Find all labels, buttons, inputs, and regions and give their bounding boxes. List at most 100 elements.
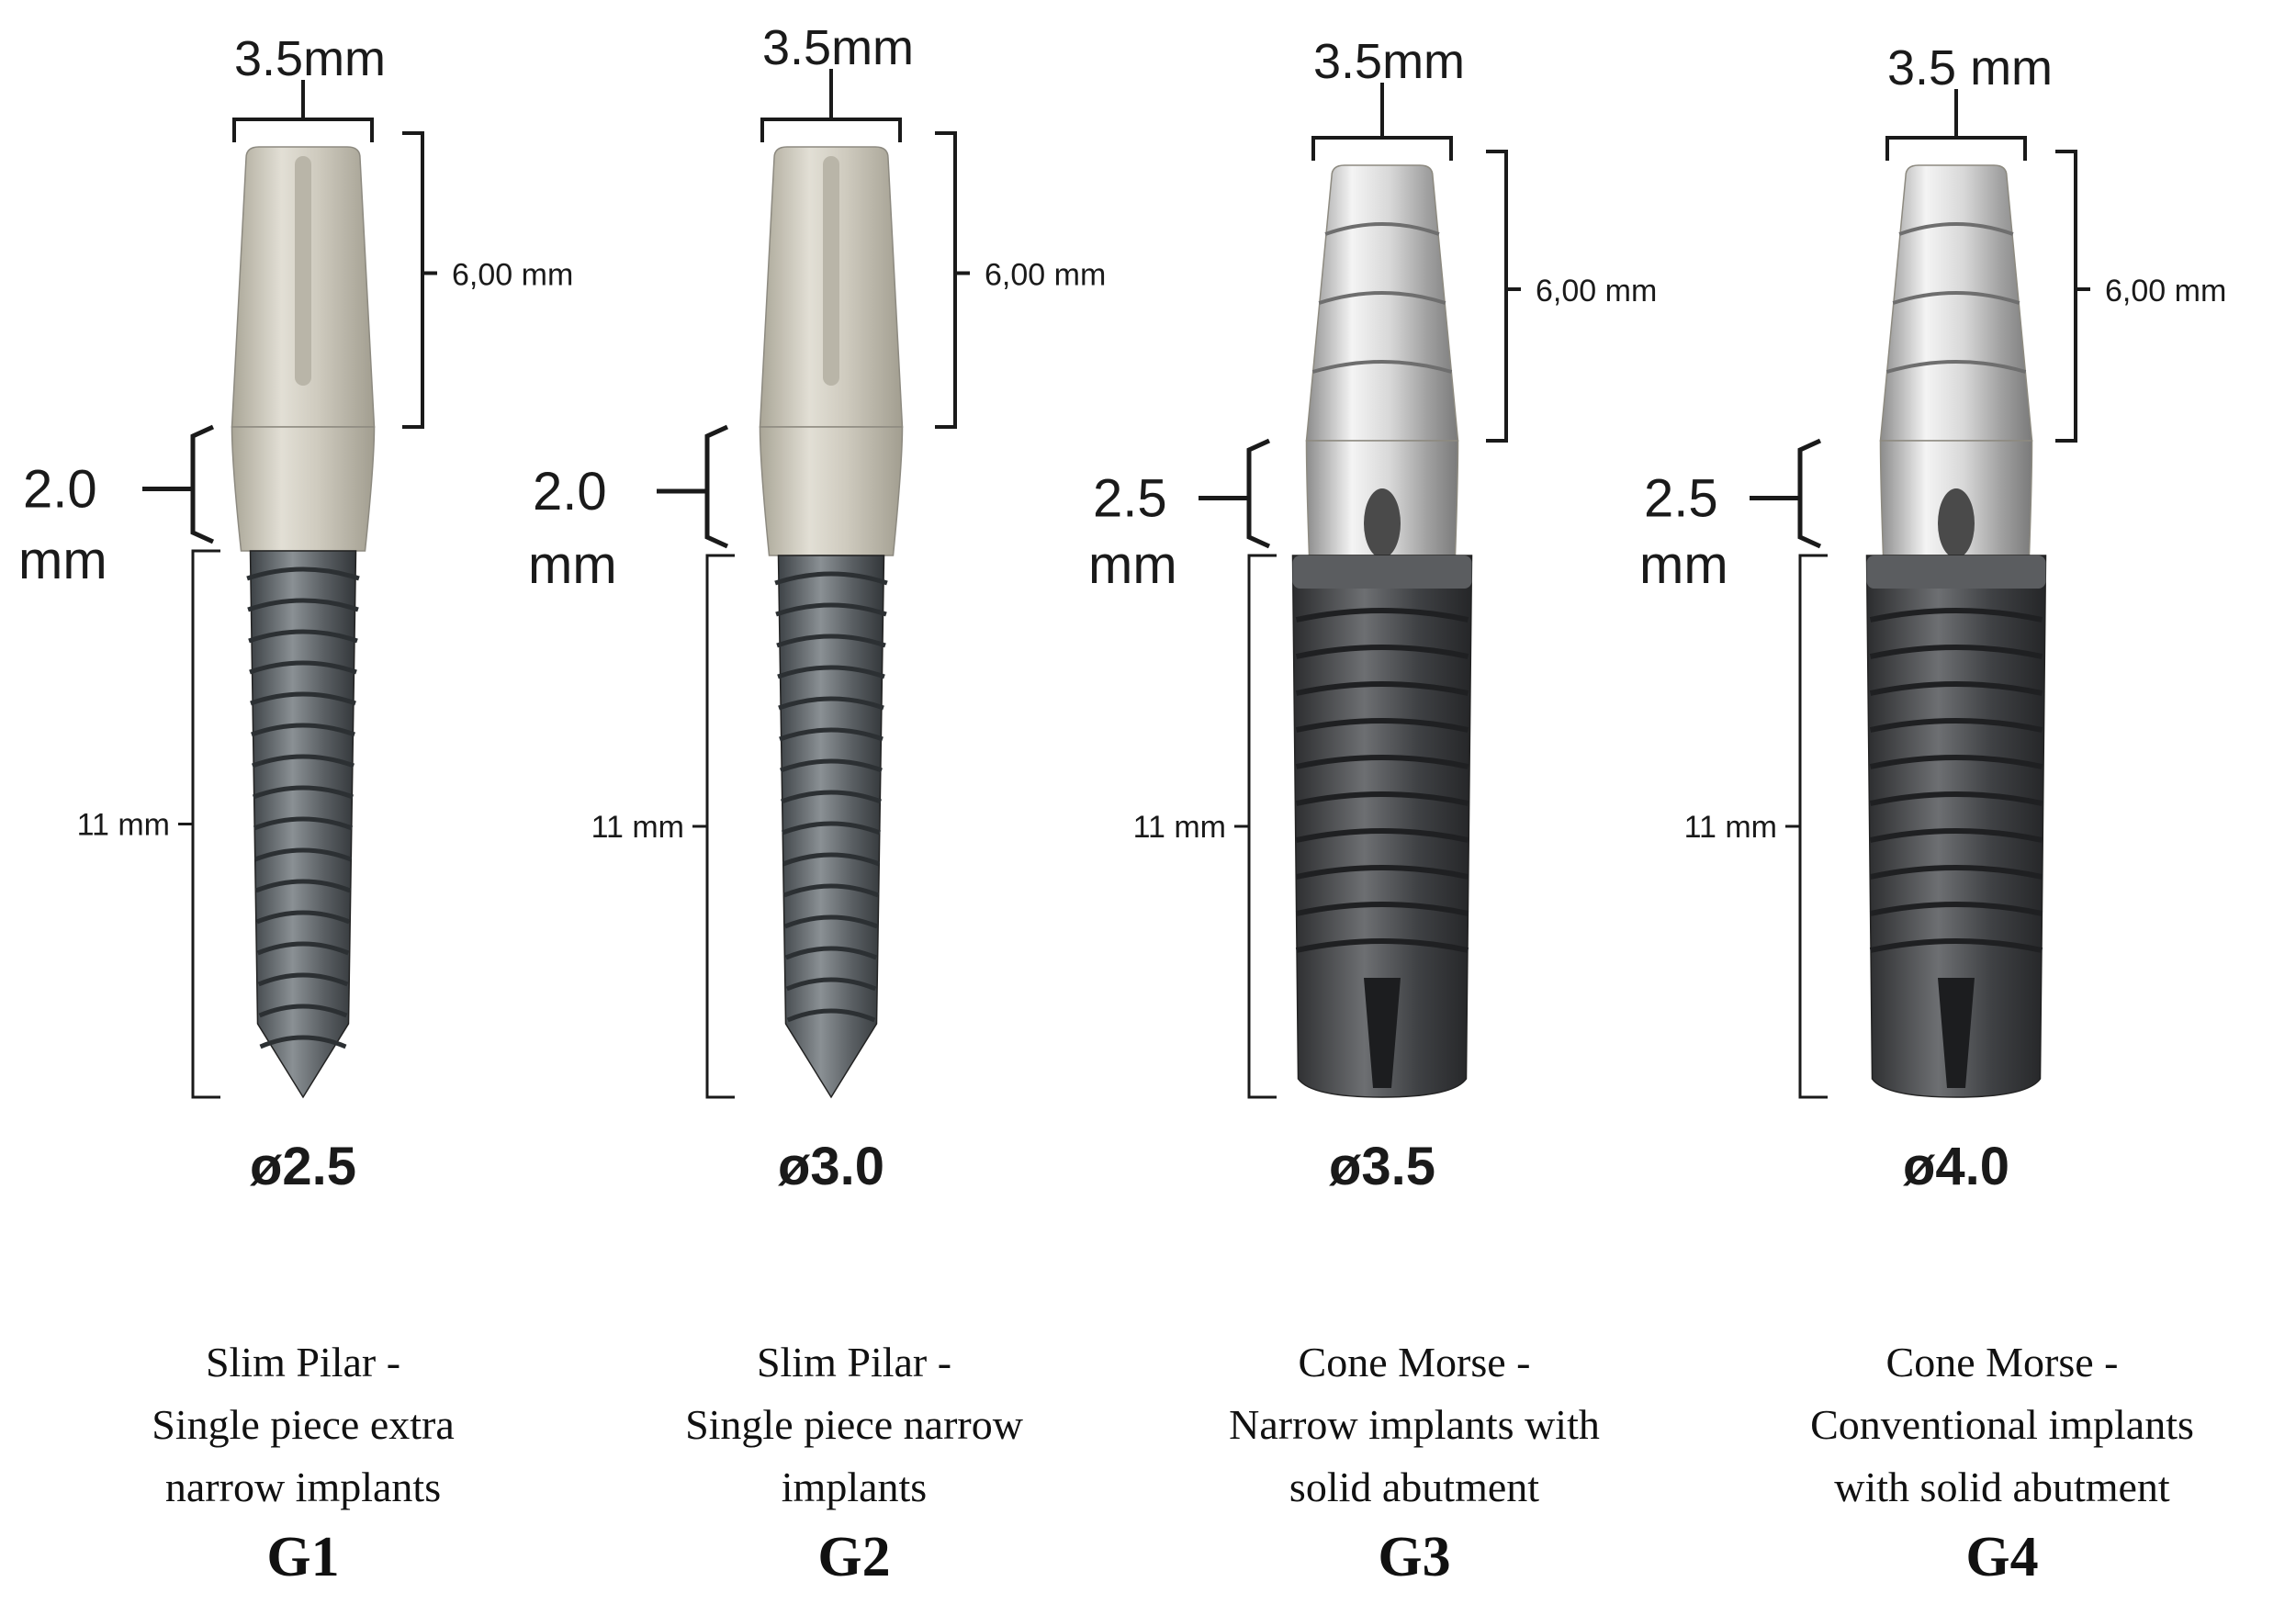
collar-height-unit: mm: [1088, 535, 1177, 595]
caption-g3: Cone Morse - Narrow implants with solid …: [1130, 1331, 1699, 1594]
abutment-groove: [1885, 360, 2027, 374]
thread: [253, 816, 354, 831]
thread: [778, 696, 884, 711]
abutment-groove: [1311, 360, 1453, 374]
width-bracket: [1885, 89, 2027, 161]
caption-g1-line-1: Slim Pilar -: [205, 1339, 401, 1385]
caption-g1-line-2: Single piece extra: [152, 1401, 455, 1448]
abutment-height-bracket: [935, 131, 970, 429]
implant-body-g4: [1865, 555, 2047, 1098]
thread: [1295, 681, 1469, 696]
thread: [247, 598, 359, 612]
caption-g3-line-3: solid abutment: [1289, 1464, 1540, 1510]
abutment-height-bracket: [402, 131, 437, 429]
abutment-g4: [1879, 164, 2033, 442]
caption-g2-line-2: Single piece narrow: [685, 1401, 1023, 1448]
implant-platform: [1292, 555, 1472, 589]
caption-g4-line-2: Conventional implants: [1810, 1401, 2194, 1448]
caption-g2-line-1: Slim Pilar -: [756, 1339, 952, 1385]
abutment-height-label: 6,00 mm: [1536, 274, 1657, 308]
abutment-height-bracket: [2055, 150, 2090, 443]
thread: [777, 665, 885, 679]
caption-g1-line-3: narrow implants: [164, 1464, 442, 1510]
abutment-groove: [1318, 291, 1446, 305]
caption-g4: Cone Morse - Conventional implants with …: [1717, 1331, 2287, 1594]
group-label-g4: G4: [1965, 1526, 2039, 1588]
body-length-label: 11 mm: [77, 808, 170, 843]
implant-body-g1: [249, 550, 357, 1099]
implant-platform: [1866, 555, 2046, 589]
body-length-bracket: [178, 549, 220, 1099]
collar-height-unit: mm: [18, 531, 107, 590]
thread: [1295, 791, 1469, 806]
thread: [1869, 828, 2043, 843]
abutment-height-bracket: [1486, 150, 1521, 443]
group-label-g3: G3: [1378, 1526, 1451, 1588]
collar-height-value: 2.5: [1644, 469, 1718, 529]
abutment-slot: [295, 156, 311, 386]
thread: [1295, 938, 1469, 953]
abutment-slot: [823, 156, 839, 386]
group-label-g1: G1: [266, 1526, 340, 1588]
thread: [1295, 902, 1469, 916]
collar-height-unit: mm: [528, 535, 617, 595]
thread: [257, 972, 349, 987]
thread: [1869, 681, 2043, 696]
thread: [250, 691, 356, 706]
thread: [775, 602, 887, 617]
abutment-groove: [1892, 291, 2020, 305]
abutment-groove: [1324, 222, 1440, 236]
collar-bracket: [657, 424, 729, 549]
thread: [780, 758, 883, 773]
cutting-flute: [1364, 978, 1401, 1088]
caption-g3-line-1: Cone Morse -: [1298, 1339, 1531, 1385]
body-length-bracket: [1785, 554, 1828, 1099]
implant-body-g2: [777, 555, 885, 1099]
thread: [781, 790, 882, 804]
thread: [1295, 828, 1469, 843]
caption-g2: Slim Pilar - Single piece narrow implant…: [569, 1331, 1139, 1594]
thread: [785, 977, 877, 992]
thread: [252, 754, 355, 768]
abutment-width-label: 3.5 mm: [1887, 40, 2053, 95]
collar-height-value: 2.0: [533, 462, 607, 522]
collar-height-value: 2.5: [1093, 469, 1167, 529]
collar-height-value: 2.0: [23, 460, 97, 520]
collar-bracket: [1750, 438, 1822, 549]
collar-hex-window: [1364, 488, 1401, 558]
thread: [255, 910, 351, 925]
thread: [786, 1008, 876, 1023]
thread: [251, 723, 355, 737]
thread: [1869, 938, 2043, 953]
thread: [1869, 608, 2043, 623]
thread: [1869, 902, 2043, 916]
thread: [1295, 608, 1469, 623]
abutment-g3: [1305, 164, 1459, 442]
thread: [254, 879, 352, 893]
thread: [259, 1035, 347, 1049]
caption-g2-line-3: implants: [781, 1464, 928, 1510]
thread: [249, 660, 357, 675]
abutment-height-label: 6,00 mm: [2105, 274, 2226, 308]
caption-g1: Slim Pilar - Single piece extra narrow i…: [18, 1331, 588, 1594]
collar-g2: [759, 426, 904, 556]
width-bracket: [232, 80, 374, 142]
thread: [1295, 645, 1469, 659]
collar-bracket: [142, 424, 215, 544]
thread: [253, 847, 353, 862]
abutment-width-label: 3.5mm: [234, 31, 386, 86]
thread: [1869, 755, 2043, 769]
abutment-height-label: 6,00 mm: [985, 258, 1106, 293]
body-length-bracket: [1234, 554, 1277, 1099]
thread: [783, 914, 879, 929]
thread: [781, 821, 882, 836]
group-label-g2: G2: [817, 1526, 891, 1588]
abutment-width-label: 3.5mm: [762, 20, 914, 75]
body-length-label: 11 mm: [1133, 810, 1226, 845]
thread: [1295, 755, 1469, 769]
caption-g3-line-2: Narrow implants with: [1229, 1401, 1600, 1448]
thread: [1869, 718, 2043, 733]
